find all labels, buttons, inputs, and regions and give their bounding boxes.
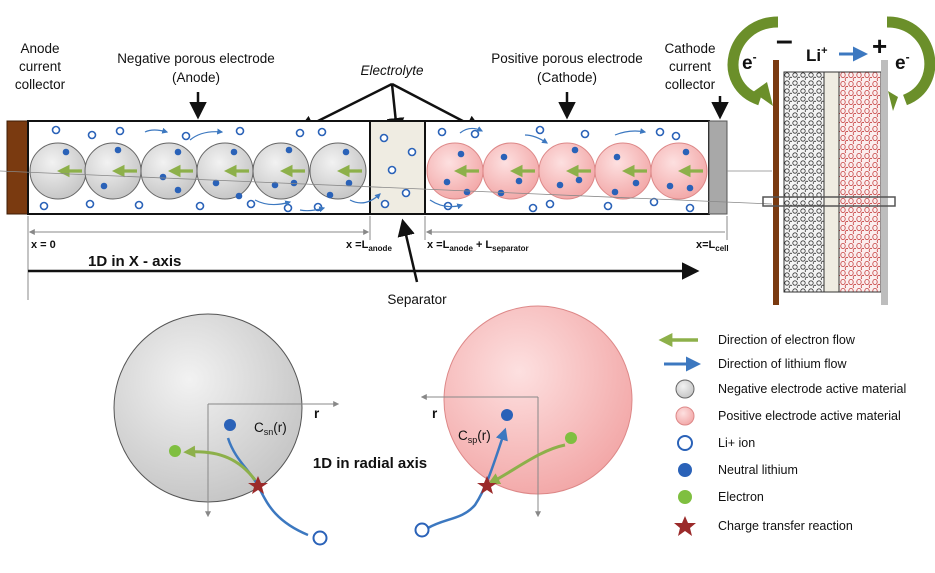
green-dot-icon [678, 490, 692, 504]
electron-path [183, 445, 257, 481]
legend-label: Charge transfer reaction [718, 519, 853, 533]
csp-label: Csp(r) [458, 428, 491, 445]
schematic-slice [762, 196, 896, 207]
battery-schematic: – + Li+ e- e- [727, 16, 935, 305]
r-right-label: r [432, 406, 438, 421]
electron-dot [565, 432, 577, 444]
pos-electrode-line2: (Cathode) [537, 70, 597, 85]
legend-label: Li+ ion [718, 436, 755, 450]
electrolyte-label: Electrolyte [360, 63, 423, 78]
schematic-cathode [838, 71, 882, 293]
schematic-anode-collector [773, 60, 779, 305]
pink-circle-icon [675, 406, 695, 426]
radial-anode-particle: r Csn(r) [113, 313, 340, 546]
li-ion-ring [312, 530, 328, 546]
legend-label: Direction of lithium flow [718, 357, 847, 371]
cathode-collector-line2: current [669, 59, 711, 74]
blue-dot-icon [678, 463, 692, 477]
plus-sign: + [872, 31, 887, 61]
x-cell-label: x=Lcell [696, 239, 729, 253]
neg-electrode-line2: (Anode) [172, 70, 220, 85]
schematic-cathode-collector [881, 60, 888, 305]
ring-icon [677, 435, 693, 451]
positive-electrode-label: Positive porous electrode (Cathode) [491, 51, 643, 85]
electron-left-label: e- [742, 50, 757, 74]
anode-current-collector [6, 120, 29, 215]
legend: Direction of electron flow Direction of … [658, 333, 906, 536]
negative-electrode-label: Negative porous electrode (Anode) [117, 51, 275, 85]
pos-electrode-line1: Positive porous electrode [491, 51, 643, 66]
schematic-anode [783, 71, 825, 293]
right-electron-curve [886, 16, 935, 106]
li-ion-ring [414, 522, 430, 538]
csn-label: Csn(r) [254, 420, 287, 437]
anode-collector-line3: collector [15, 77, 66, 92]
charge-transfer-star [248, 476, 268, 494]
x0-label: x = 0 [31, 239, 56, 251]
li-label: Li+ [806, 45, 828, 65]
radial-axis-title: 1D in radial axis [313, 455, 427, 472]
cathode-collector-line1: Cathode [664, 41, 715, 56]
neutral-lithium-dot [224, 419, 236, 431]
separator-label: Separator [387, 292, 447, 307]
right-electron-arrowhead [888, 91, 898, 111]
separator-pointer [397, 218, 419, 283]
left-electron-arrowhead [753, 82, 773, 106]
cathode-collector-label: Cathode current collector [664, 41, 715, 92]
neutral-lithium-dots [62, 146, 694, 200]
cathode-collector-line3: collector [665, 77, 716, 92]
legend-label: Positive electrode active material [718, 409, 901, 423]
lithium-path [427, 427, 508, 530]
legend-label: Electron [718, 490, 764, 504]
separator-region [369, 120, 426, 215]
x-anode-label: x =Lanode [346, 239, 392, 253]
anode-collector-line2: current [19, 59, 61, 74]
charge-transfer-star [477, 476, 497, 494]
cathode-current-collector [708, 120, 728, 215]
anode-collector-line1: Anode [20, 41, 59, 56]
li-ion-rings [39, 125, 695, 213]
neg-electrode-line1: Negative porous electrode [117, 51, 275, 66]
x-separator-label: x =Lanode + Lseparator [427, 239, 529, 253]
legend-label: Neutral lithium [718, 463, 798, 477]
electron-dot [169, 445, 181, 457]
neutral-lithium-dot [501, 409, 513, 421]
legend-label: Negative electrode active material [718, 382, 906, 396]
x-axis-title: 1D in X - axis [88, 253, 181, 270]
lithium-flow-arrows [144, 126, 647, 213]
gray-circle-icon [675, 379, 695, 399]
schematic-separator [823, 71, 840, 293]
radial-cathode-particle: r Csp(r) [414, 305, 633, 538]
projection-line [0, 170, 773, 205]
left-electron-curve [727, 16, 779, 106]
legend-label: Direction of electron flow [718, 333, 856, 347]
r-left-label: r [314, 406, 320, 421]
minus-sign: – [776, 24, 793, 57]
x-dimensions [27, 216, 728, 300]
electron-right-label: e- [895, 50, 910, 74]
electron-path [487, 443, 566, 485]
anode-collector-label: Anode current collector [15, 41, 66, 92]
star-icon [674, 516, 696, 536]
